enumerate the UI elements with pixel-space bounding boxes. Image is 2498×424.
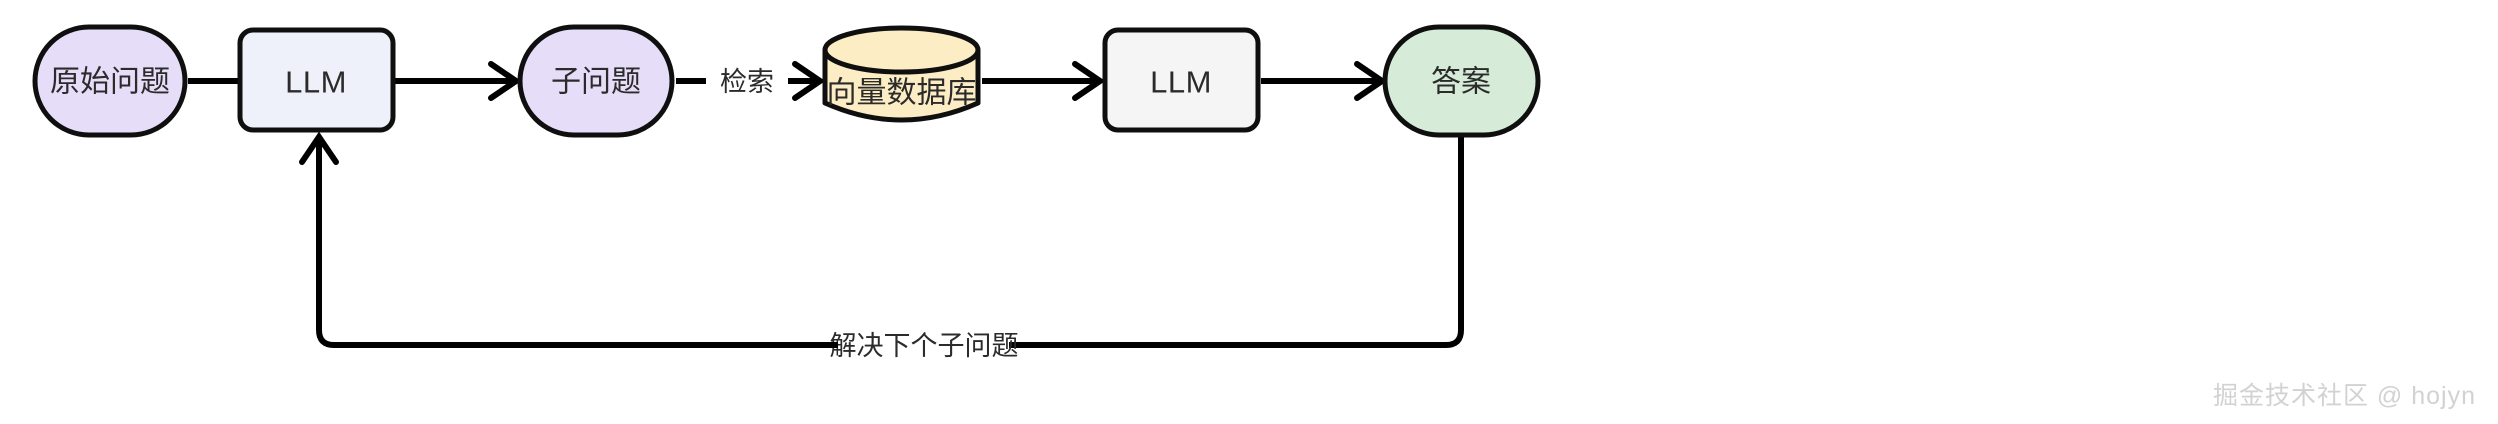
arrowhead-icon — [1354, 61, 1388, 101]
node-label-sub-question: 子问题 — [551, 66, 641, 99]
feedback-path-right — [1009, 137, 1464, 348]
arrowhead-icon — [299, 131, 339, 165]
arrowhead-icon — [1072, 61, 1106, 101]
arrowhead-icon — [792, 61, 826, 101]
node-label-answer: 答案 — [1431, 66, 1491, 99]
edge-llm-to-sub-question — [395, 61, 522, 101]
node-label-vector-database: 向量数据库 — [827, 77, 977, 110]
node-sub-question[interactable]: 子问题 — [517, 24, 675, 138]
edge-sub-question-to-vector-database: 检索 — [676, 61, 826, 101]
arrowhead-icon — [488, 61, 522, 101]
edge-llm-to-answer — [1261, 61, 1388, 101]
edge-label-retrieval: 检索 — [720, 67, 774, 97]
node-label-original-question: 原始问题 — [50, 66, 170, 99]
feedback-path-left — [316, 141, 838, 348]
edge-vector-database-to-llm — [982, 61, 1106, 101]
watermark: 掘金技术社区 @ hojyn — [2212, 382, 2476, 410]
node-vector-database[interactable]: 向量数据库 — [822, 25, 981, 123]
node-label-llm-decompose: LLM — [285, 65, 347, 100]
node-answer[interactable]: 答案 — [1382, 24, 1541, 138]
edge-answer-to-llm-feedback: 解决下个子问题 — [299, 131, 1464, 361]
node-shape-stadium — [517, 24, 675, 138]
node-original-question[interactable]: 原始问题 — [32, 24, 188, 138]
node-llm-answer[interactable]: LLM — [1102, 27, 1261, 133]
node-shape-cylinder-top — [822, 25, 981, 75]
node-shape-rounded-rect — [237, 27, 396, 133]
node-shape-rounded-rect — [1102, 27, 1261, 133]
edge-label-next-subquestion: 解决下个子问题 — [830, 331, 1019, 361]
node-shape-stadium — [1382, 24, 1541, 138]
node-shape-stadium — [32, 24, 188, 138]
node-label-llm-answer: LLM — [1150, 65, 1212, 100]
node-llm-decompose[interactable]: LLM — [237, 27, 396, 133]
